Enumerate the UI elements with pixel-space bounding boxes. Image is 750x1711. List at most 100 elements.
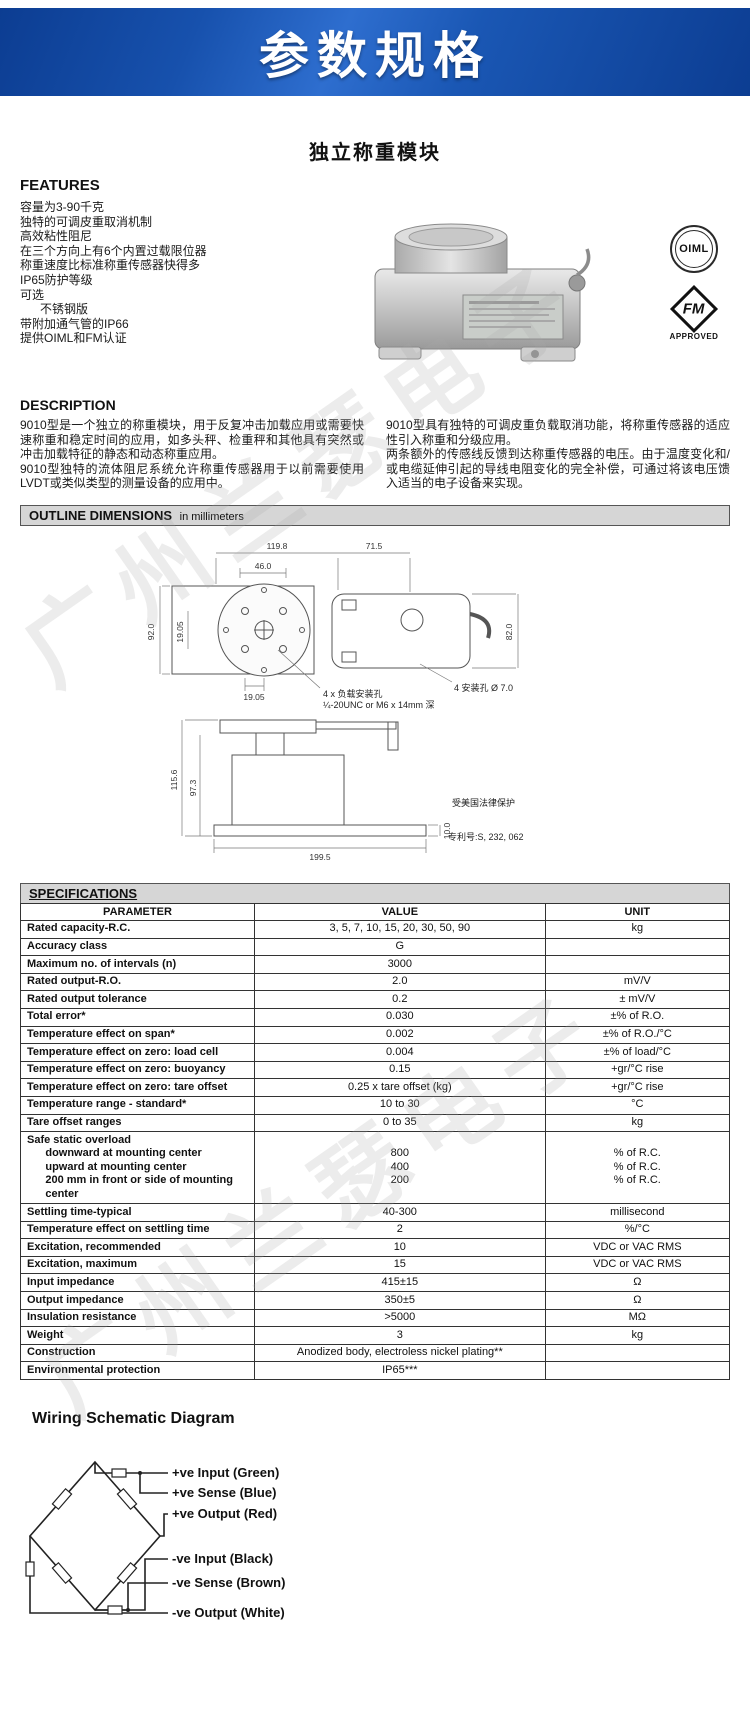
fm-text: FM (683, 300, 705, 318)
dim-label: 92.0 (146, 623, 156, 640)
fm-approved-text: APPROVED (669, 332, 719, 341)
spec-cell-unit (544, 937, 731, 957)
wire-label-output-white: -ve Output (White) (172, 1605, 285, 1620)
side-view-dimension-lines (181, 719, 441, 853)
spec-cell-param: Environmental protection (20, 1361, 255, 1380)
feature-item: 提供OIML和FM认证 (20, 331, 127, 346)
oiml-text: OIML (675, 230, 713, 268)
dim-label: 71.5 (366, 541, 383, 551)
spec-cell-unit: millisecond (544, 1203, 731, 1222)
spec-cell-unit (544, 955, 731, 974)
spec-cell-unit: ±% of load/°C (544, 1043, 731, 1062)
junction-dot (126, 1608, 130, 1612)
description-section: DESCRIPTION 9010型是一个独立的称重模块，用于反复冲击加载应用或需… (20, 397, 730, 491)
spec-cell-unit: ±% of R.O./°C (544, 1025, 731, 1045)
features-and-photo-section: FEATURES 容量为3-90千克独特的可调皮重取消机制高效粘性阻尼在三个方向… (20, 177, 730, 389)
wire-label-sense-brown: -ve Sense (Brown) (172, 1575, 285, 1590)
dim-label: 119.8 (267, 541, 288, 551)
spec-cell-unit: VDC or VAC RMS (544, 1255, 731, 1275)
wiring-section: Wiring Schematic Diagram (20, 1410, 730, 1637)
spec-row: Temperature effect on span*0.002±% of R.… (20, 1025, 731, 1045)
outline-dimensions-subheading: in millimeters (179, 510, 244, 523)
spec-cell-param: Temperature effect on zero: tare offset (20, 1078, 255, 1097)
patent-number: 专利号:S, 232, 062 (448, 831, 524, 842)
wiring-heading: Wiring Schematic Diagram (32, 1410, 235, 1427)
spec-cell-unit (544, 1343, 731, 1363)
spec-cell-param: Temperature range - standard* (20, 1095, 255, 1115)
feature-item: 独特的可调皮重取消机制 (20, 214, 153, 229)
column-header-parameter: PARAMETER (20, 902, 255, 921)
spec-cell-unit: VDC or VAC RMS (544, 1238, 731, 1257)
spec-cell-value: 2.0 (253, 972, 546, 992)
spec-cell-unit: °C (544, 1095, 731, 1115)
spec-cell-param: Excitation, recommended (20, 1238, 255, 1257)
description-heading: DESCRIPTION (20, 397, 116, 413)
spec-cell-value: 10 (253, 1238, 546, 1257)
features-section: FEATURES 容量为3-90千克独特的可调皮重取消机制高效粘性阻尼在三个方向… (20, 177, 730, 346)
feature-item: 称重速度比标准称重传感器快得多 (20, 258, 201, 273)
wire-label-input-black: -ve Input (Black) (172, 1551, 273, 1566)
spec-row: Safe static overload downward at mountin… (20, 1131, 731, 1205)
certification-logos: OIML FM APPROVED (660, 225, 728, 341)
spec-row: Maximum no. of intervals (n)3000 (20, 955, 731, 974)
mount-holes-note: 4 安装孔 Ø 7.0 (454, 682, 513, 693)
spec-cell-value: 3000 (253, 955, 546, 974)
spec-cell-value: 415±15 (253, 1273, 546, 1293)
spec-row: Rated capacity-R.C.3, 5, 7, 10, 15, 20, … (20, 919, 731, 939)
wire-label-output-red: +ve Output (Red) (172, 1506, 277, 1521)
spec-cell-unit: ±% of R.O. (544, 1007, 731, 1027)
dim-label: 19.05 (243, 692, 265, 702)
spec-cell-param: Safe static overload downward at mountin… (20, 1131, 255, 1205)
product-photo (374, 223, 591, 362)
specs-table-body: Rated capacity-R.C.3, 5, 7, 10, 15, 20, … (20, 919, 731, 1380)
spec-cell-param: Temperature effect on settling time (20, 1220, 255, 1240)
feature-item: 不锈钢版 (20, 302, 89, 317)
specifications-heading: SPECIFICATIONS (29, 885, 138, 901)
outline-dimensions-bar: OUTLINE DIMENSIONS in millimeters (20, 504, 730, 526)
spec-cell-unit: MΩ (544, 1308, 731, 1328)
outline-drawing: 119.8 71.5 46.0 92.0 19.05 82.0 19.05 4 … (20, 527, 730, 873)
spec-cell-value: >5000 (253, 1308, 546, 1328)
outline-dimensions-heading: OUTLINE DIMENSIONS (29, 507, 173, 523)
load-holes-note-detail: ¼-20UNC or M6 x 14mm 深 (323, 700, 435, 710)
page-banner: 参数规格 (0, 8, 750, 96)
dim-label: 19.05 (175, 621, 185, 643)
spec-cell-unit: %/°C (544, 1220, 731, 1240)
dim-label: 82.0 (504, 623, 514, 640)
column-header-value: VALUE (253, 902, 546, 921)
load-holes-note: 4 x 负载安装孔 (323, 688, 383, 699)
spec-cell-unit: +gr/°C rise (544, 1078, 731, 1097)
spec-row: Temperature range - standard*10 to 30°C (20, 1095, 731, 1115)
spec-cell-param: Total error* (20, 1007, 255, 1027)
feature-item: 容量为3-90千克 (20, 200, 105, 214)
side-view-drawing (213, 719, 427, 837)
feature-item: 高效粘性阻尼 (20, 229, 93, 244)
spec-cell-unit: ± mV/V (544, 990, 731, 1009)
spec-cell-param: Accuracy class (20, 937, 255, 957)
spec-cell-value: Anodized body, electroless nickel platin… (253, 1343, 546, 1363)
spec-row: Total error*0.030±% of R.O. (20, 1007, 731, 1027)
wire-label-input-green: +ve Input (Green) (172, 1465, 279, 1480)
plan-view-drawing (171, 583, 492, 677)
feature-item: IP65防护等级 (20, 272, 93, 287)
wiring-diagram: +ve Input (Green) +ve Sense (Blue) +ve O… (25, 1460, 285, 1620)
description-right-column: 9010型具有独特的可调皮重负载取消功能，将称重传感器的适应性引入称重和分级应用… (386, 418, 730, 491)
spec-cell-value: 0 to 35 (253, 1113, 546, 1133)
spec-cell-param: Temperature effect on zero: load cell (20, 1043, 255, 1062)
specifications-bar: SPECIFICATIONS (20, 882, 730, 904)
oiml-logo: OIML (670, 225, 718, 273)
spec-cell-value: 0.25 x tare offset (kg) (253, 1078, 546, 1097)
